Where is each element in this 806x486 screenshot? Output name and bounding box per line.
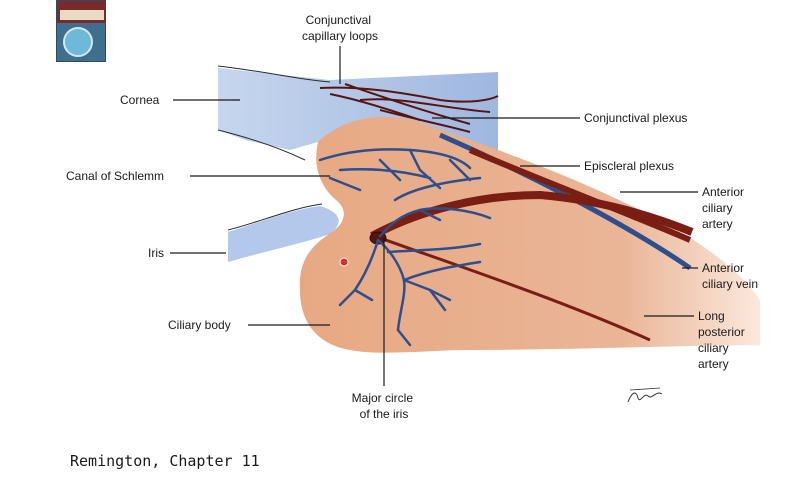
artist-signature — [627, 387, 663, 403]
anterior-ciliary-artery-band — [370, 190, 694, 240]
cornea-outline-top — [217, 65, 331, 83]
conjunctival-plexus-vessels — [319, 83, 499, 133]
label-long-posterior-ciliary-artery: Long posterior ciliary artery — [698, 309, 748, 371]
label-ciliary-body: Ciliary body — [168, 318, 231, 332]
iris-region — [228, 206, 339, 262]
label-anterior-ciliary-artery: Anterior ciliary artery — [702, 185, 747, 231]
ciliary-vessel-network — [318, 148, 492, 347]
book-cover-thumbnail — [56, 0, 106, 62]
figure-caption: Remington, Chapter 11 — [70, 452, 260, 470]
label-episcleral-plexus: Episcleral plexus — [584, 159, 674, 173]
book-cover-title-strip — [60, 10, 104, 20]
label-canal-of-schlemm: Canal of Schlemm — [66, 169, 164, 183]
label-conjunctival-capillary-loops: Conjunctival capillary loops — [302, 13, 378, 43]
globe-icon — [63, 27, 93, 57]
label-major-circle-of-iris: Major circle of the iris — [352, 391, 417, 421]
ciliary-body-region — [299, 116, 760, 353]
label-leader-lines — [170, 46, 698, 386]
iris-outline — [227, 203, 323, 231]
pointer-marker — [339, 257, 349, 267]
label-conjunctival-plexus: Conjunctival plexus — [584, 111, 687, 125]
cornea-outline-bottom — [217, 129, 306, 161]
artery-band-upper — [468, 147, 692, 243]
label-cornea: Cornea — [120, 93, 160, 107]
label-anterior-ciliary-vein: Anterior ciliary vein — [702, 261, 758, 291]
label-iris: Iris — [148, 246, 164, 260]
